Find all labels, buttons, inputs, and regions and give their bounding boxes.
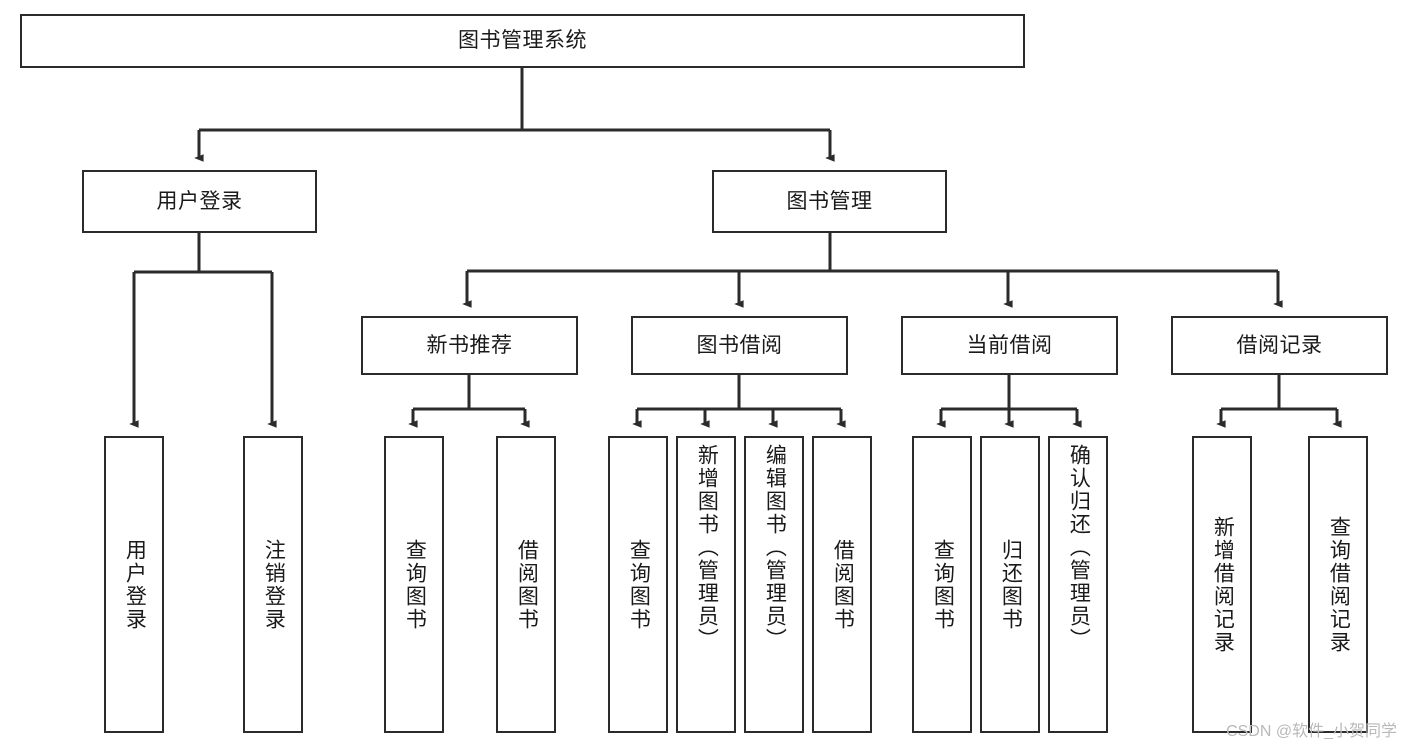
- node-leaf-query-book-2-label: 查询图书: [627, 538, 651, 631]
- node-leaf-return-book-label: 归还图书: [999, 538, 1023, 631]
- node-leaf-return-book[interactable]: 归还图书: [980, 436, 1040, 733]
- node-leaf-edit-book[interactable]: 编辑图书（管理员）: [744, 436, 804, 733]
- node-borrow-record[interactable]: 借阅记录: [1171, 316, 1388, 375]
- node-leaf-borrow-book-2-label: 借阅图书: [831, 538, 855, 631]
- node-current-borrow-label: 当前借阅: [966, 333, 1053, 357]
- node-leaf-query-book-1[interactable]: 查询图书: [384, 436, 444, 733]
- node-leaf-confirm-return[interactable]: 确认归还（管理员）: [1048, 436, 1108, 733]
- node-leaf-add-book[interactable]: 新增图书（管理员）: [676, 436, 736, 733]
- node-leaf-borrow-book-1[interactable]: 借阅图书: [496, 436, 556, 733]
- node-leaf-query-book-2[interactable]: 查询图书: [608, 436, 668, 733]
- node-new-book-recommend[interactable]: 新书推荐: [361, 316, 578, 375]
- node-book-borrow-label: 图书借阅: [696, 333, 783, 357]
- node-root[interactable]: 图书管理系统: [20, 14, 1025, 68]
- node-leaf-query-record-label: 查询借阅记录: [1327, 515, 1351, 654]
- node-new-book-recommend-label: 新书推荐: [426, 333, 513, 357]
- node-leaf-query-book-3[interactable]: 查询图书: [912, 436, 972, 733]
- node-leaf-query-record[interactable]: 查询借阅记录: [1308, 436, 1368, 733]
- node-leaf-logout-login[interactable]: 注销登录: [243, 436, 303, 733]
- node-leaf-logout-login-label: 注销登录: [262, 538, 286, 631]
- node-leaf-query-book-3-label: 查询图书: [931, 538, 955, 631]
- node-leaf-borrow-book-1-label: 借阅图书: [515, 538, 539, 631]
- node-borrow-record-label: 借阅记录: [1236, 333, 1323, 357]
- node-current-borrow[interactable]: 当前借阅: [901, 316, 1118, 375]
- node-leaf-query-book-1-label: 查询图书: [403, 538, 427, 631]
- node-book-management[interactable]: 图书管理: [712, 170, 947, 233]
- node-leaf-confirm-return-label: 确认归还（管理员）: [1067, 444, 1091, 651]
- node-user-login-label: 用户登录: [156, 189, 243, 213]
- node-leaf-borrow-book-2[interactable]: 借阅图书: [812, 436, 872, 733]
- csdn-watermark: CSDN @软件_小贺同学: [1226, 723, 1397, 740]
- node-leaf-user-login-label: 用户登录: [123, 538, 147, 631]
- node-root-label: 图书管理系统: [458, 29, 587, 53]
- node-leaf-add-book-label: 新增图书（管理员）: [695, 444, 719, 651]
- node-leaf-edit-book-label: 编辑图书（管理员）: [763, 444, 787, 651]
- node-book-borrow[interactable]: 图书借阅: [631, 316, 848, 375]
- node-leaf-add-record-label: 新增借阅记录: [1211, 515, 1235, 654]
- node-user-login[interactable]: 用户登录: [82, 170, 317, 233]
- node-leaf-add-record[interactable]: 新增借阅记录: [1192, 436, 1252, 733]
- node-book-management-label: 图书管理: [786, 189, 873, 213]
- node-leaf-user-login[interactable]: 用户登录: [104, 436, 164, 733]
